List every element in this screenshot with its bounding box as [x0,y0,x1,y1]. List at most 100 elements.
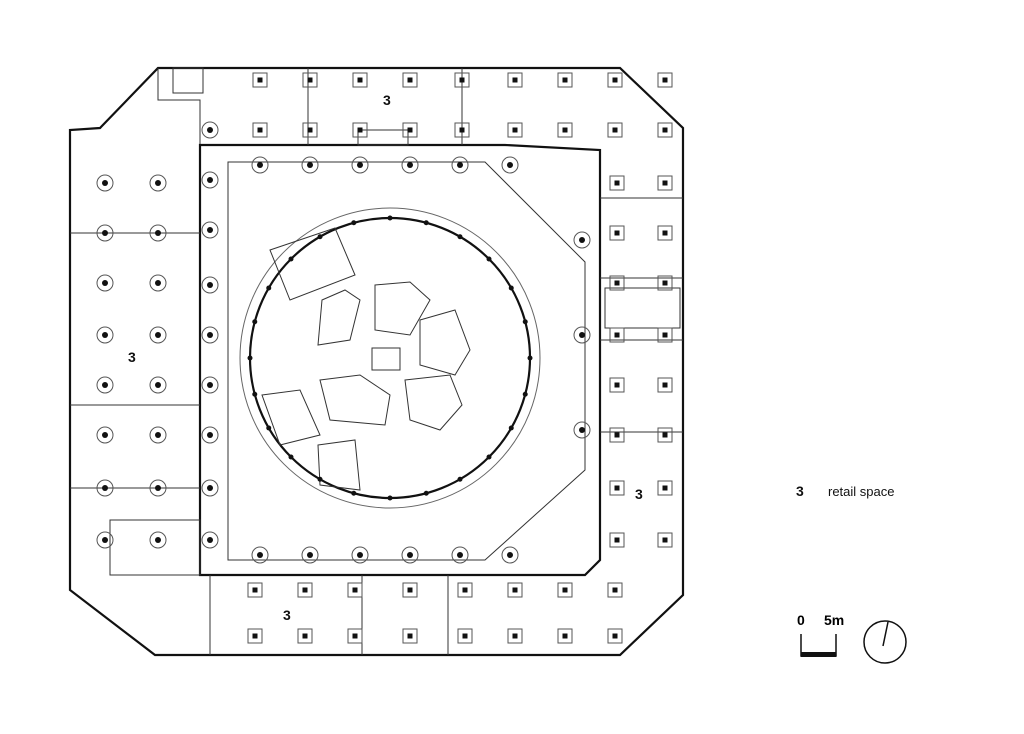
rotunda-post [288,454,294,460]
column [96,326,114,344]
column [657,175,673,191]
column-core [614,485,620,491]
column-core [207,537,213,543]
column-core [512,77,518,83]
column-core [612,633,618,639]
column [201,171,219,189]
column [149,274,167,292]
partitions [70,67,683,655]
column-core [407,633,413,639]
column [657,480,673,496]
column [247,628,263,644]
column [302,122,318,138]
rotunda-post [266,425,272,431]
column [557,122,573,138]
column [607,122,623,138]
column-core [357,162,363,168]
column-core [102,230,108,236]
column [657,225,673,241]
column-core [614,432,620,438]
column-core [407,552,413,558]
column-core [512,633,518,639]
column-core [357,552,363,558]
column [451,546,469,564]
column [609,427,625,443]
column-core [307,552,313,558]
column-core [207,432,213,438]
column [507,72,523,88]
rotunda-post [423,220,429,226]
column-core [155,485,161,491]
rotunda-post [387,495,393,501]
column [657,122,673,138]
column [457,582,473,598]
column [347,582,363,598]
rotunda-post [351,490,357,496]
column-core [302,633,308,639]
column-core [662,180,668,186]
column [96,479,114,497]
column-core [462,633,468,639]
column [201,426,219,444]
column-core [562,633,568,639]
column-core [662,127,668,133]
column-core [457,552,463,558]
column [149,224,167,242]
rotunda-post [266,285,272,291]
column-core [614,280,620,286]
column-core [662,332,668,338]
column [201,479,219,497]
column [657,377,673,393]
column [507,122,523,138]
column-core [562,77,568,83]
rotunda-post [252,391,258,397]
column [297,582,313,598]
legend-label: retail space [828,484,895,499]
scale-start-label: 0 [797,612,805,628]
column [557,72,573,88]
column [351,546,369,564]
column-core [102,432,108,438]
column-core [102,332,108,338]
column [609,225,625,241]
room-label: 3 [283,607,291,623]
column-core [155,537,161,543]
rotunda-post [508,285,514,291]
column-core [207,382,213,388]
room-label: 3 [383,92,391,108]
column [201,326,219,344]
column [609,327,625,343]
column [96,426,114,444]
column-core [307,77,313,83]
column-core [662,382,668,388]
column [657,275,673,291]
scale-end-label: 5m [824,612,845,628]
column [609,175,625,191]
column-core [614,230,620,236]
column [297,628,313,644]
column [149,426,167,444]
column [201,221,219,239]
column-core [352,587,358,593]
column-core [579,237,585,243]
scale-bar-fill [801,652,836,657]
column-core [407,127,413,133]
atrium-corridor [227,161,586,561]
column [607,582,623,598]
rotunda-post [527,355,533,361]
rotunda-post [317,476,323,482]
column-core [612,587,618,593]
rotunda-post [522,319,528,325]
column-core [612,77,618,83]
column [352,122,368,138]
column-core [252,633,258,639]
column-core [155,432,161,438]
column [607,72,623,88]
column [252,122,268,138]
column-core [102,537,108,543]
column-core [459,127,465,133]
column [507,582,523,598]
rotunda-post [486,256,492,262]
column [507,628,523,644]
